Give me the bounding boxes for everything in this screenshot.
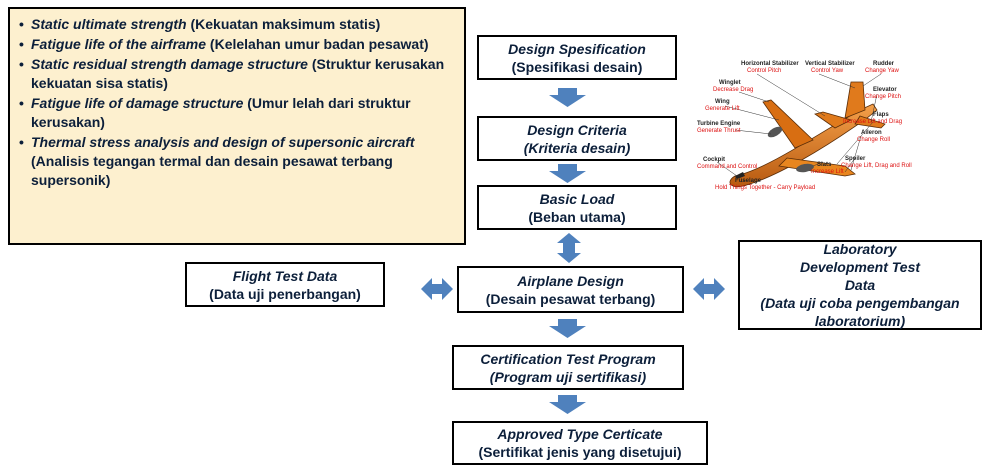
- approved-box: Approved Type Certicate (Sertifikat jeni…: [452, 421, 708, 465]
- note-item: Static ultimate strength (Kekuatan maksi…: [19, 15, 456, 34]
- design-criteria-box: Design Criteria (Kriteria desain): [477, 116, 677, 161]
- note-item: Fatigue life of damage structure (Umur l…: [19, 94, 456, 132]
- down-arrow-icon: [549, 319, 586, 338]
- cert-program-box: Certification Test Program (Program uji …: [452, 345, 684, 390]
- up-down-arrow-icon: [557, 233, 581, 263]
- left-right-arrow-icon: [421, 278, 453, 300]
- design-spec-box: Design Spesification (Spesifikasi desain…: [477, 35, 677, 80]
- notes-list: Static ultimate strength (Kekuatan maksi…: [18, 15, 456, 190]
- basic-load-box: Basic Load (Beban utama): [477, 185, 677, 230]
- down-arrow-icon: [549, 395, 586, 414]
- note-item: Thermal stress analysis and design of su…: [19, 133, 456, 190]
- note-item: Fatigue life of the airframe (Kelelahan …: [19, 35, 456, 54]
- airplane-design-box: Airplane Design (Desain pesawat terbang): [457, 266, 684, 313]
- down-arrow-icon: [549, 88, 586, 107]
- airplane-icon: [716, 73, 886, 188]
- left-right-arrow-icon: [693, 278, 725, 300]
- notes-box: Static ultimate strength (Kekuatan maksi…: [8, 7, 466, 245]
- note-item: Static residual strength damage structur…: [19, 55, 456, 93]
- lab-test-box: Laboratory Development Test Data (Data u…: [738, 240, 982, 330]
- down-arrow-icon: [549, 164, 586, 183]
- flight-test-box: Flight Test Data (Data uji penerbangan): [185, 262, 385, 307]
